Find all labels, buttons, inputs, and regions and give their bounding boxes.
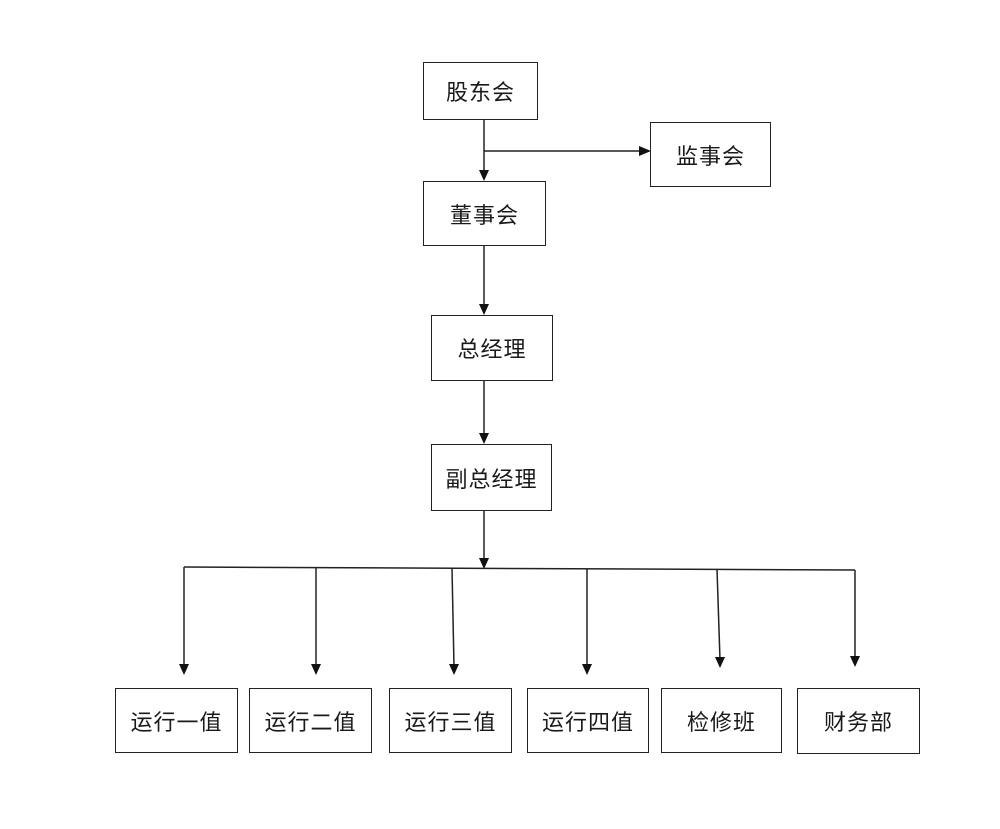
distribution-bar [183, 566, 856, 571]
general-manager-label: 总经理 [457, 338, 527, 363]
unit-node-3: 运行三值 [389, 688, 512, 753]
unit-label-5: 检修班 [686, 710, 756, 736]
unit-label-3: 运行三值 [404, 710, 497, 736]
unit-node-1: 运行一值 [115, 688, 238, 753]
arrowhead-unit-4 [582, 664, 592, 675]
shareholders-label: 股东会 [445, 81, 515, 106]
general-manager-node: 总经理 [431, 315, 553, 381]
arrowhead-unit-6 [850, 656, 860, 667]
arrowhead-supervisors [639, 146, 651, 156]
supervisors-node: 监事会 [650, 122, 771, 187]
unit-node-6: 财务部 [797, 688, 920, 754]
board-node: 董事会 [423, 181, 546, 246]
shareholders-node: 股东会 [423, 62, 538, 120]
supervisors-label: 监事会 [675, 144, 745, 170]
unit-node-4: 运行四值 [527, 688, 649, 753]
arrowhead-unit-3 [449, 664, 459, 675]
deputy-general-manager-node: 副总经理 [431, 444, 552, 511]
unit-label-2: 运行二值 [264, 710, 357, 736]
board-label: 董事会 [449, 203, 519, 229]
unit-label-4: 运行四值 [541, 710, 634, 736]
unit-node-5: 检修班 [661, 688, 782, 753]
unit-node-2: 运行二值 [249, 688, 372, 753]
unit-label-6: 财务部 [823, 711, 893, 736]
unit-label-1: 运行一值 [130, 710, 223, 736]
arrowhead-deputy [479, 433, 489, 444]
connector-unit-3 [451, 567, 455, 668]
connector-unit-5 [716, 568, 721, 661]
arrowhead-unit-5 [715, 657, 725, 668]
arrowhead-unit-1 [179, 664, 189, 675]
arrowhead-general-manager [479, 304, 489, 315]
arrowhead-unit-2 [311, 664, 321, 675]
arrowhead-bar [479, 558, 489, 569]
deputy-general-manager-label: 副总经理 [445, 467, 538, 493]
arrowhead-board [479, 170, 489, 181]
